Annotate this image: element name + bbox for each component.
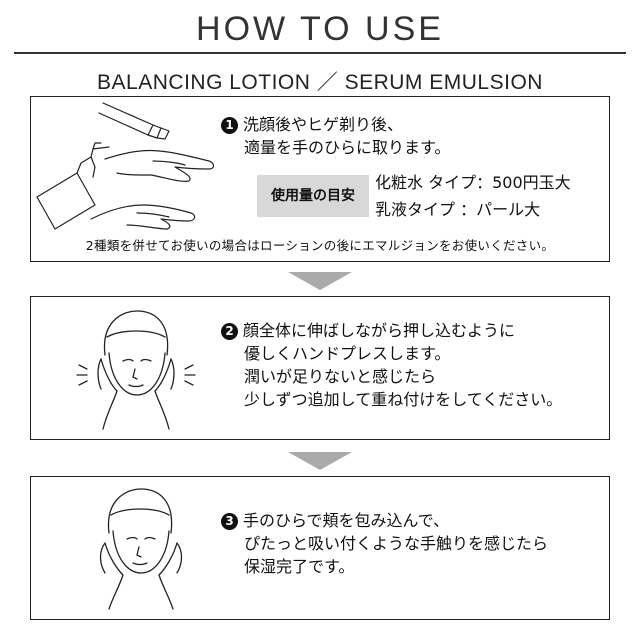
step-2-line-1: 顔全体に伸ばしながら押し込むように: [243, 321, 516, 340]
step-3-panel: 3 手のひらで頬を包み込んで、 ぴたっと吸い付くような手触りを感じたら 保湿完了で…: [30, 476, 610, 620]
face-hand-press-illustration: [76, 310, 196, 430]
title-divider: [14, 52, 626, 54]
usage-guide-label: 使用量の目安: [257, 175, 369, 217]
step-2-number: 2: [221, 323, 238, 340]
step-1-line-2: 適量を手のひらに取ります。: [244, 138, 451, 157]
step-3-line-2: ぴたっと吸い付くような手触りを感じたら: [244, 534, 549, 553]
step-3-number: 3: [221, 513, 238, 530]
page-title: HOW TO USE: [196, 10, 444, 48]
face-cupped-hands-illustration: [99, 488, 183, 610]
usage-guide-lotion: 化粧水 タイプ：500円玉大: [375, 173, 571, 192]
step-2-line-2: 優しくハンドプレスします。: [244, 344, 451, 363]
down-arrow-icon: [288, 452, 352, 470]
step-3-line-1: 手のひらで頬を包み込んで、: [243, 511, 450, 530]
combined-use-note: 2種類を併せてお使いの場合はローションの後にエマルジョンをお使いください。: [85, 238, 555, 253]
step-1-panel: 1 洗顔後やヒゲ剃り後、 適量を手のひらに取ります。 使用量の目安 化粧水 タイプ…: [30, 96, 610, 262]
usage-guide-values: 化粧水 タイプ：500円玉大 乳液タイプ ：パール大: [375, 169, 571, 223]
step-2-panel: 2 顔全体に伸ばしながら押し込むように 優しくハンドプレスします。 潤いが足りない…: [30, 296, 610, 440]
step-3-text: 3 手のひらで頬を包み込んで、 ぴたっと吸い付くような手触りを感じたら 保湿完了で…: [221, 509, 548, 578]
step-3-line-3: 保湿完了です。: [244, 557, 355, 576]
step-1-text: 1 洗顔後やヒゲ剃り後、 適量を手のひらに取ります。: [221, 113, 450, 159]
step-1-number: 1: [221, 117, 238, 134]
step-2-line-3: 潤いが足りないと感じたら: [244, 367, 437, 386]
down-arrow-icon: [288, 272, 352, 290]
bottle-hands-illustration: [36, 102, 215, 230]
product-subtitle: BALANCING LOTION ／ SERUM EMULSION: [97, 71, 543, 94]
step-2-text: 2 顔全体に伸ばしながら押し込むように 優しくハンドプレスします。 潤いが足りない…: [221, 319, 562, 411]
usage-guide-emulsion: 乳液タイプ ：パール大: [375, 200, 541, 219]
step-2-line-4: 少しずつ追加して重ね付けをしてください。: [244, 390, 563, 409]
step-1-line-1: 洗顔後やヒゲ剃り後、: [243, 115, 404, 134]
